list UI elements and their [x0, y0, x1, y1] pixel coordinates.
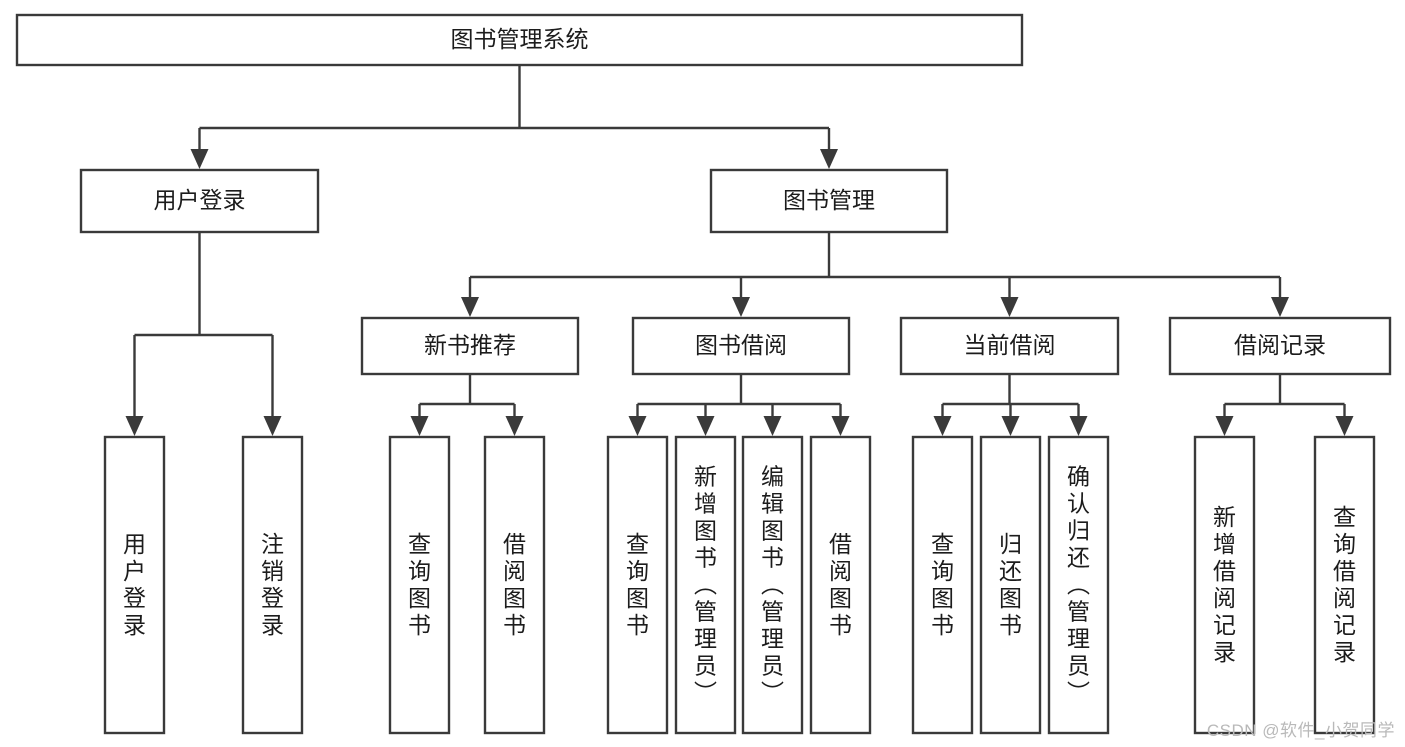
edge-arrowhead [1335, 416, 1354, 436]
edge-group-from-n_new_rec [410, 374, 524, 436]
node-label: 图书管理系统 [451, 26, 589, 52]
edge-arrowhead [505, 416, 524, 436]
node-n_current[interactable]: 当前借阅 [899, 316, 1120, 376]
edge-arrowhead [263, 416, 282, 436]
node-l_edit_book[interactable]: 编辑图书︵管理员︶ [741, 435, 804, 735]
node-box [631, 316, 851, 376]
node-label: 编辑图书︵管理员︶ [761, 464, 784, 706]
edge-arrowhead [628, 416, 647, 436]
node-label: 新书推荐 [424, 332, 516, 358]
node-box [809, 435, 872, 735]
connector-edges-layer [125, 65, 1354, 436]
node-label: 新增借阅记录 [1213, 504, 1236, 665]
node-label: 图书借阅 [695, 332, 787, 358]
node-box [1047, 435, 1110, 735]
edge-arrowhead [820, 149, 838, 169]
edge-group-from-n_current [933, 374, 1088, 436]
node-box [979, 435, 1042, 735]
node-label: 归还图书 [999, 531, 1022, 638]
node-l_borrow_book_1[interactable]: 借阅图书 [483, 435, 546, 735]
edge-arrowhead [410, 416, 429, 436]
node-box [360, 316, 580, 376]
node-label: 查询图书 [931, 531, 954, 638]
node-box [1193, 435, 1256, 735]
node-box [899, 316, 1120, 376]
node-n_book_mgmt[interactable]: 图书管理 [709, 168, 949, 234]
node-l_add_book[interactable]: 新增图书︵管理员︶ [674, 435, 737, 735]
edge-arrowhead [1001, 416, 1020, 436]
node-l_user_login[interactable]: 用户登录 [103, 435, 166, 735]
node-label: 图书管理 [783, 187, 875, 213]
node-box [741, 435, 804, 735]
node-label: 借阅图书 [503, 531, 526, 638]
node-label: 查询借阅记录 [1333, 504, 1356, 665]
edge-arrowhead [461, 297, 479, 317]
node-label: 当前借阅 [964, 332, 1056, 358]
node-box [911, 435, 974, 735]
node-box [483, 435, 546, 735]
node-n_new_rec[interactable]: 新书推荐 [360, 316, 580, 376]
edge-arrowhead [933, 416, 952, 436]
edge-arrowhead [831, 416, 850, 436]
edge-arrowhead [1271, 297, 1289, 317]
node-l_return_book[interactable]: 归还图书 [979, 435, 1042, 735]
node-box [79, 168, 320, 234]
edge-arrowhead [696, 416, 715, 436]
edge-arrowhead [763, 416, 782, 436]
node-label: 注销登录 [261, 531, 284, 638]
edge-group-from-n_user_login [125, 232, 282, 436]
node-n_user_login[interactable]: 用户登录 [79, 168, 320, 234]
node-box [103, 435, 166, 735]
edge-group-from-root [190, 65, 838, 169]
edge-arrowhead [125, 416, 144, 436]
node-l_confirm_return[interactable]: 确认归还︵管理员︶ [1047, 435, 1110, 735]
node-l_query_record[interactable]: 查询借阅记录 [1313, 435, 1376, 735]
node-n_borrow[interactable]: 图书借阅 [631, 316, 851, 376]
edge-arrowhead [1215, 416, 1234, 436]
node-label: 查询图书 [408, 531, 431, 638]
node-label: 确认归还︵管理员︶ [1067, 464, 1090, 706]
node-box [15, 13, 1024, 67]
node-label: 用户登录 [154, 187, 246, 213]
node-label: 查询图书 [626, 531, 649, 638]
node-box [606, 435, 669, 735]
node-box [388, 435, 451, 735]
node-root[interactable]: 图书管理系统 [15, 13, 1024, 67]
node-label: 借阅图书 [829, 531, 852, 638]
edge-group-from-n_book_mgmt [461, 232, 1289, 317]
node-label: 借阅记录 [1234, 332, 1326, 358]
node-box [674, 435, 737, 735]
node-box [1313, 435, 1376, 735]
csdn-watermark: CSDN @软件_小贺同学 [1206, 721, 1395, 740]
edge-group-from-n_history [1215, 374, 1354, 436]
node-box [709, 168, 949, 234]
node-l_add_record[interactable]: 新增借阅记录 [1193, 435, 1256, 735]
node-label: 新增图书︵管理员︶ [694, 464, 717, 706]
node-n_history[interactable]: 借阅记录 [1168, 316, 1392, 376]
node-l_query_book_2[interactable]: 查询图书 [606, 435, 669, 735]
node-box [1168, 316, 1392, 376]
node-label: 用户登录 [123, 531, 146, 638]
edge-arrowhead [732, 297, 750, 317]
diagram-nodes-layer: 图书管理系统用户登录图书管理新书推荐图书借阅当前借阅借阅记录用户登录注销登录查询… [15, 13, 1392, 735]
node-l_logout[interactable]: 注销登录 [241, 435, 304, 735]
edge-group-from-n_borrow [628, 374, 850, 436]
edge-arrowhead [1069, 416, 1088, 436]
edge-arrowhead [1000, 297, 1019, 317]
node-l_query_book_3[interactable]: 查询图书 [911, 435, 974, 735]
node-l_borrow_book_2[interactable]: 借阅图书 [809, 435, 872, 735]
node-box [241, 435, 304, 735]
node-l_query_book_1[interactable]: 查询图书 [388, 435, 451, 735]
edge-arrowhead [190, 149, 209, 169]
